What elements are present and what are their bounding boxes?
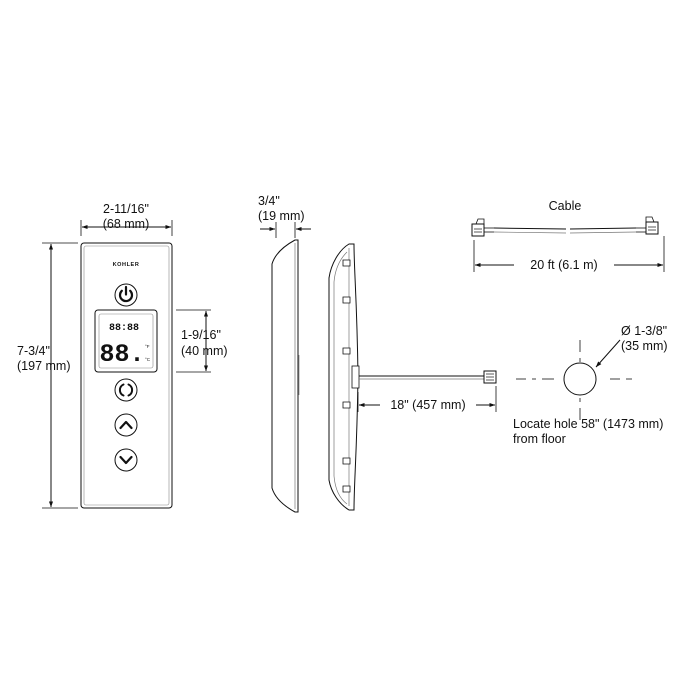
chevron-up-icon (119, 420, 133, 430)
rj-connector-icon (471, 218, 494, 237)
chevron-down-icon (119, 455, 133, 465)
display-unit-top: °F (145, 344, 150, 349)
depth-label: 3/4" (258, 194, 280, 208)
display-small-digits: 88:88 (109, 323, 139, 334)
down-button[interactable] (114, 448, 138, 472)
display-unit-bottom: °C (145, 357, 151, 362)
hole-diameter-label: Ø 1-3/8" (621, 324, 667, 338)
rj-connector-icon (483, 370, 497, 384)
section-view: 18" (457 mm) (328, 243, 497, 511)
power-button[interactable] (114, 283, 138, 307)
locate-hole-label-floor: from floor (513, 432, 566, 446)
hole-diameter-leader (595, 339, 621, 368)
front-view: 2-11/16" (68 mm) 7-3/4" (197 mm) 1-9/16"… (17, 202, 228, 509)
controller-side-profile (271, 239, 299, 513)
controller-body (80, 242, 173, 509)
cable-detail: Cable 20 ft (6.1 m) (471, 199, 665, 272)
display-large-digits: 88. (99, 340, 144, 369)
height-label: 7-3/4" (17, 344, 50, 358)
side-view: 3/4" (19 mm) (258, 194, 311, 513)
mounting-hole-detail: Ø 1-3/8" (35 mm) Locate hole 58" (1473 m… (513, 324, 668, 446)
width-label-metric: (68 mm) (103, 217, 150, 231)
brand-logo: KOHLER (113, 262, 140, 268)
cable-exit-boss (351, 365, 360, 389)
power-icon (118, 285, 134, 303)
cycle-button[interactable] (114, 378, 138, 402)
rj-connector-icon (636, 216, 659, 235)
cycle-icon (118, 383, 134, 397)
height-label-metric: (197 mm) (17, 359, 70, 373)
mounting-hole-icon (563, 362, 597, 396)
display-height-label-metric: (40 mm) (181, 344, 228, 358)
cable-extension-label: 18" (457 mm) (390, 398, 465, 412)
cable-label: Cable (549, 199, 582, 213)
display-height-label: 1-9/16" (181, 328, 221, 342)
mounting-clip (342, 259, 351, 493)
hole-diameter-label-metric: (35 mm) (621, 339, 668, 353)
display-panel: 88:88 88. °F °C (94, 309, 158, 373)
hole-center-lines (516, 340, 632, 420)
width-label: 2-11/16" (103, 202, 149, 216)
up-button[interactable] (114, 413, 138, 437)
cable-length-label: 20 ft (6.1 m) (530, 258, 597, 272)
depth-label-metric: (19 mm) (258, 209, 305, 223)
locate-hole-label: Locate hole 58" (1473 mm) (513, 417, 663, 431)
controller-inner-outline (83, 245, 170, 506)
mounting-plate-profile (328, 243, 359, 511)
